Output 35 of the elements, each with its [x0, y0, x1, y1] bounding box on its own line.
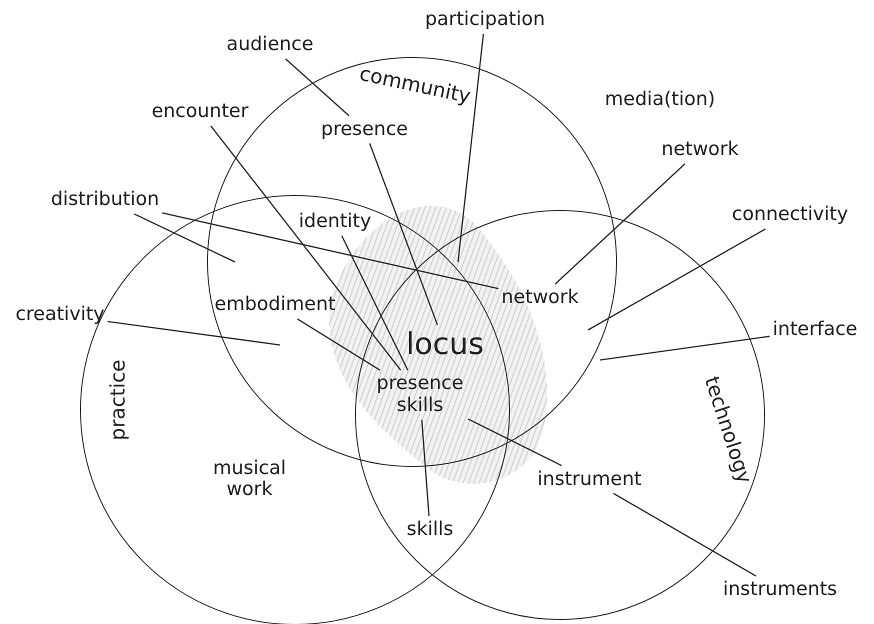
leader-line	[210, 126, 402, 371]
term-label: presence skills	[375, 373, 465, 417]
circle-title: practice	[106, 359, 129, 440]
leader-line	[297, 318, 380, 371]
leader-line	[134, 213, 236, 263]
term-label: instrument	[537, 468, 642, 490]
leader-line	[108, 320, 280, 346]
term-label: network	[501, 287, 579, 309]
term-label: identity	[298, 211, 372, 233]
term-label: embodiment	[214, 294, 336, 316]
leader-line	[457, 34, 484, 262]
leader-line	[588, 228, 766, 331]
term-label: participation	[424, 9, 546, 31]
term-label: creativity	[15, 304, 105, 326]
leader-line	[613, 492, 756, 577]
term-label: interface	[772, 319, 858, 341]
term-label: media(tion)	[604, 89, 716, 111]
term-label: audience	[226, 34, 314, 56]
term-label: encounter	[152, 101, 248, 123]
leader-line	[285, 58, 350, 116]
term-label: musical work	[210, 458, 290, 502]
term-label: skills	[406, 519, 454, 541]
term-label: network	[661, 139, 739, 161]
leader-line	[421, 420, 430, 516]
leader-line	[162, 212, 499, 290]
leader-line	[369, 143, 438, 326]
leader-line	[554, 163, 686, 285]
leader-line	[341, 236, 408, 370]
term-label: instruments	[722, 579, 838, 601]
leader-line	[600, 336, 770, 361]
leader-line	[468, 418, 562, 466]
term-label: connectivity	[732, 204, 848, 226]
term-label: presence	[321, 118, 408, 140]
term-label: distribution	[50, 189, 160, 211]
term-label: locus	[406, 328, 484, 362]
